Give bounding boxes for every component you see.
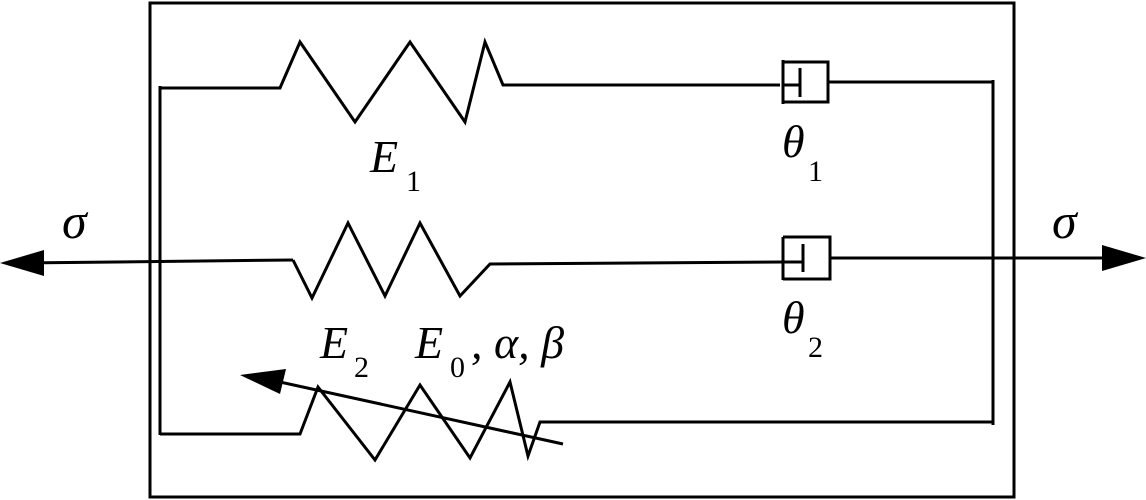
damper-theta1-subscript: 1 bbox=[808, 155, 823, 188]
stress-label-right: σ bbox=[1052, 193, 1079, 249]
spring-e0-variable bbox=[160, 377, 993, 463]
spring-e1 bbox=[160, 37, 780, 126]
spring-e0-subscript: 0 bbox=[450, 351, 465, 384]
spring-e2 bbox=[291, 219, 784, 302]
outer-frame bbox=[148, 1, 1016, 499]
spring-e2-subscript: 2 bbox=[354, 351, 369, 384]
stress-label-left: σ bbox=[62, 193, 89, 249]
stress-arrow-left bbox=[0, 250, 44, 276]
stress-arrow-right bbox=[1102, 245, 1146, 271]
damper-theta2 bbox=[781, 235, 832, 281]
spring-e1-label: E bbox=[369, 131, 398, 182]
spring-e0-parameters: , α, β bbox=[471, 317, 564, 368]
variable-spring-arrowhead bbox=[240, 369, 286, 394]
spring-e1-subscript: 1 bbox=[406, 165, 421, 198]
variable-spring-arrow bbox=[279, 380, 564, 446]
damper-theta1 bbox=[781, 60, 993, 104]
spring-e0-label: E bbox=[414, 317, 443, 368]
damper-theta2-label: θ bbox=[782, 292, 805, 343]
spring-e2-label: E bbox=[319, 317, 348, 368]
middle-branch bbox=[19, 219, 1115, 302]
damper-theta2-subscript: 2 bbox=[808, 331, 823, 364]
damper-theta1-label: θ bbox=[782, 116, 805, 167]
